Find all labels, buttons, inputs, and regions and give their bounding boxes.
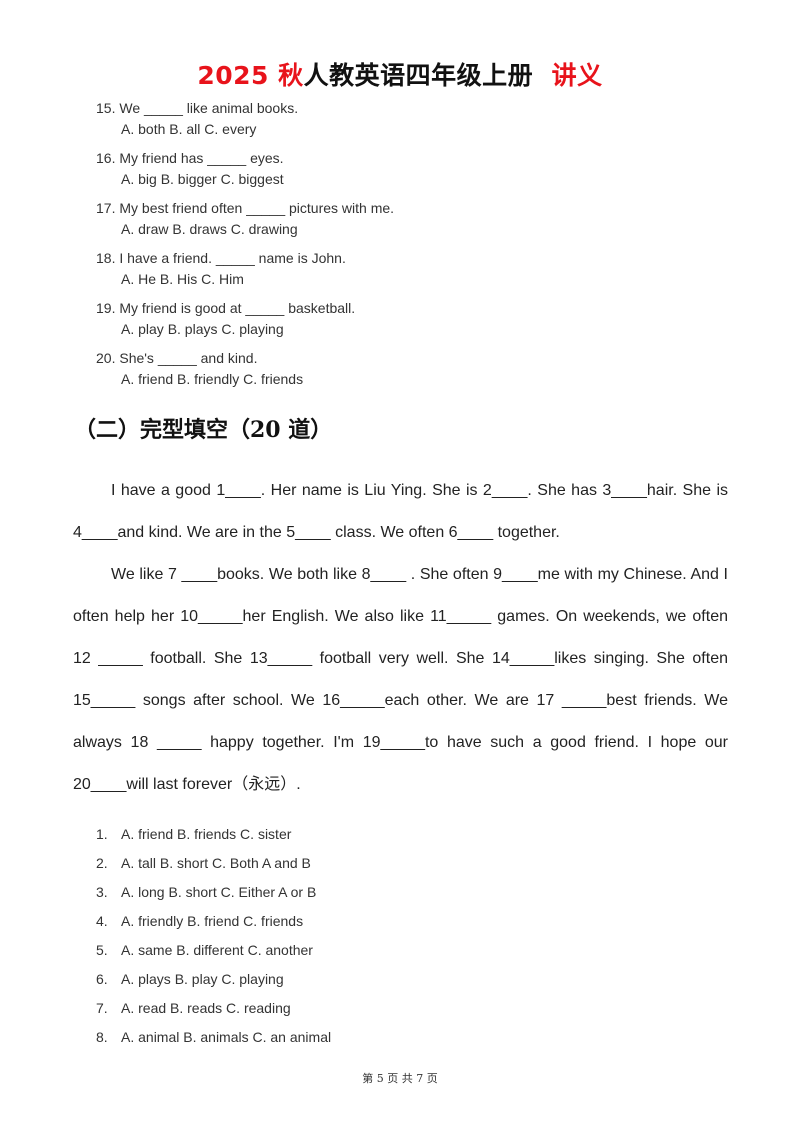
question-text: 19. My friend is good at _____ basketbal… xyxy=(96,300,356,316)
passage-paragraph-2: We like 7 ____books. We both like 8____ … xyxy=(73,566,728,793)
question-text: 16. My friend has _____ eyes. xyxy=(96,150,284,166)
title-course: 人教英语四年级上册 xyxy=(303,61,534,90)
option-number: 7. xyxy=(96,1000,108,1016)
question-text: 18. I have a friend. _____ name is John. xyxy=(96,250,346,266)
list-item: 4. A. friendly B. friend C. friends xyxy=(96,909,331,938)
question-item: 20. She's _____ and kind. A. friend B. f… xyxy=(96,348,303,390)
list-item: 3. A. long B. short C. Either A or B xyxy=(96,880,331,909)
question-options: A. draw B. draws C. drawing xyxy=(121,221,298,237)
page-title: 2025 秋人教英语四年级上册 讲义 xyxy=(0,56,800,92)
title-handout: 讲义 xyxy=(551,61,603,90)
option-text: A. read B. reads C. reading xyxy=(121,1000,291,1016)
list-item: 2. A. tall B. short C. Both A and B xyxy=(96,851,331,880)
option-text: A. tall B. short C. Both A and B xyxy=(121,855,311,871)
option-number: 3. xyxy=(96,884,108,900)
option-number: 8. xyxy=(96,1029,108,1045)
option-number: 2. xyxy=(96,855,108,871)
question-item: 18. I have a friend. _____ name is John.… xyxy=(96,248,346,290)
question-options: A. friend B. friendly C. friends xyxy=(121,371,304,387)
section-heading: （二）完型填空（20 道） xyxy=(74,417,333,443)
question-item: 15. We _____ like animal books. A. both … xyxy=(96,98,298,140)
page-footer: 第 5 页 共 7 页 xyxy=(362,1072,438,1085)
option-number: 4. xyxy=(96,913,108,929)
option-number: 5. xyxy=(96,942,108,958)
question-item: 19. My friend is good at _____ basketbal… xyxy=(96,298,355,340)
question-text: 17. My best friend often _____ pictures … xyxy=(96,200,395,216)
list-item: 1. A. friend B. friends C. sister xyxy=(96,822,331,851)
option-text: A. animal B. animals C. an animal xyxy=(121,1029,332,1045)
question-options: A. play B. plays C. playing xyxy=(121,321,284,337)
question-options: A. both B. all C. every xyxy=(121,121,257,137)
question-text: 20. She's _____ and kind. xyxy=(96,350,258,366)
passage-paragraph-1: I have a good 1____. Her name is Liu Yin… xyxy=(73,482,728,541)
question-item: 17. My best friend often _____ pictures … xyxy=(96,198,394,240)
question-item: 16. My friend has _____ eyes. A. big B. … xyxy=(96,148,284,190)
list-item: 7. A. read B. reads C. reading xyxy=(96,996,331,1025)
option-number: 1. xyxy=(96,826,108,842)
title-year: 2025 秋 xyxy=(197,61,304,90)
answer-options-list: 1. A. friend B. friends C. sister 2. A. ta… xyxy=(96,822,331,1054)
question-text: 15. We _____ like animal books. xyxy=(96,100,299,116)
option-text: A. long B. short C. Either A or B xyxy=(121,884,317,900)
question-options: A. big B. bigger C. biggest xyxy=(121,171,284,187)
option-text: A. friend B. friends C. sister xyxy=(121,826,292,842)
option-text: A. friendly B. friend C. friends xyxy=(121,913,304,929)
list-item: 5. A. same B. different C. another xyxy=(96,938,331,967)
list-item: 6. A. plays B. play C. playing xyxy=(96,967,331,996)
option-text: A. plays B. play C. playing xyxy=(121,971,284,987)
question-options: A. He B. His C. Him xyxy=(121,271,244,287)
option-number: 6. xyxy=(96,971,108,987)
option-text: A. same B. different C. another xyxy=(121,942,313,958)
list-item: 8. A. animal B. animals C. an animal xyxy=(96,1025,331,1054)
cloze-passage: I have a good 1____. Her name is Liu Yin… xyxy=(73,470,728,806)
